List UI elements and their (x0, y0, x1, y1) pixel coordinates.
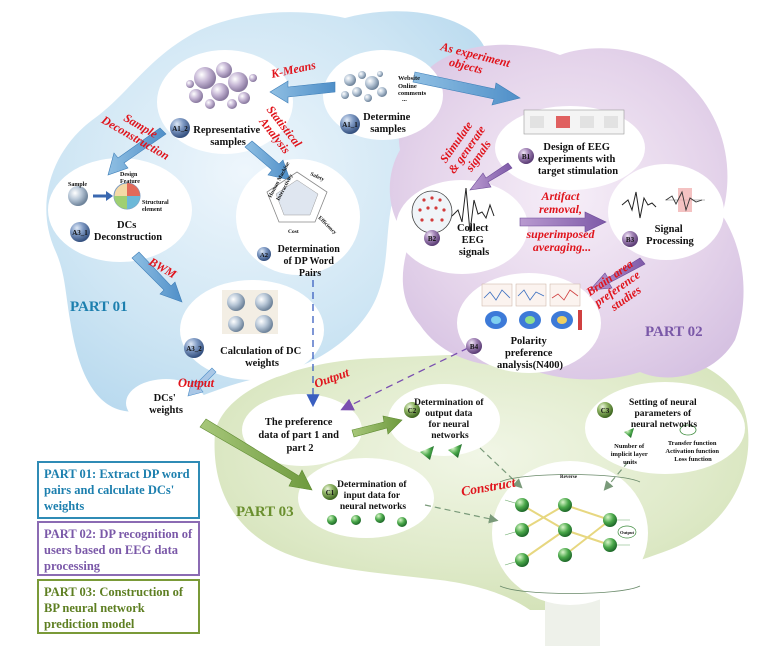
b3-image (621, 188, 705, 219)
b2-image (411, 187, 495, 234)
badge-a3-1: A3_1 (70, 222, 90, 242)
node-ellipses (48, 50, 745, 605)
svg-text:C3: C3 (601, 407, 610, 415)
arrow-kmeans (269, 80, 336, 104)
arrow-brain-area (589, 257, 646, 291)
a1-1-img-text-0: Website (398, 75, 420, 82)
badge-a3-2: A3_2 (184, 338, 204, 358)
a2-img-text-2: Safety (309, 171, 325, 183)
a3-1-img-text-1: Design (120, 172, 138, 178)
a1-1-label: Determine samples (363, 112, 413, 135)
legend-part2: PART 02: DP recognition of users based o… (37, 521, 200, 576)
part2-label: PART 02 (645, 324, 703, 340)
legend-part1: PART 01: Extract DP word pairs and calcu… (37, 461, 200, 519)
legend-part3: PART 03: Construction of BP neural netwo… (37, 579, 200, 634)
badge-c1: C1 (322, 484, 338, 500)
c2-label: Determination of output data for neural … (414, 398, 486, 441)
a1-1-img-text-1: Online (398, 83, 417, 90)
svg-text:A1_2: A1_2 (172, 125, 188, 133)
part-labels: PART 01 PART 02 PART 03 (70, 299, 703, 520)
c3-label: Setting of neural parameters of neural n… (629, 398, 699, 430)
a3-2-image (222, 290, 278, 334)
a3-1-img-text-0: Sample (68, 182, 87, 188)
a3-1-img-text-2: Feature (120, 179, 140, 185)
dcs-weights-label: DCs' weights (149, 393, 183, 416)
net-reverse-label: Reverse (560, 475, 578, 480)
a3-1-label: DCs Deconstruction (94, 220, 162, 243)
arrow-as-experiment (412, 71, 521, 106)
arrow-to-dcs-weights (187, 367, 217, 397)
arrow-bwm (131, 251, 183, 303)
a3-1-image: Sample Design Feature Structural element (68, 172, 169, 213)
c3-image (624, 424, 697, 438)
badge-c3: C3 (597, 402, 613, 418)
arrow-to-c2 (351, 415, 403, 438)
dashed-c2-to-net (479, 447, 523, 489)
dashed-c1-to-net (424, 504, 499, 524)
c3-sub-left: Number of implicit layer units (611, 443, 650, 466)
badge-b4: B4 (466, 338, 482, 354)
a1-2-label: Representative samples (193, 125, 263, 148)
arrow-stimulate (469, 162, 513, 191)
svg-text:A3_2: A3_2 (186, 345, 202, 353)
a3-1-img-text-4: element (142, 207, 162, 213)
svg-text:B1: B1 (522, 153, 531, 161)
b1-image (523, 109, 625, 135)
a2-label: Determination of DP Word Pairs (278, 244, 343, 279)
badge-c2: C2 (404, 402, 420, 418)
a1-1-img-text-2: comments (398, 90, 427, 97)
arrow-to-c1 (199, 418, 313, 491)
a3-2-label: Calculation of DC weights (220, 346, 304, 369)
badges: A1_1 A1_2 A3_1 A2 A3_2 B1 B2 B3 B4 C1 C2… (70, 114, 638, 500)
svg-text:A1_1: A1_1 (342, 121, 358, 129)
arrow-sample-decon (107, 127, 167, 176)
dashed-c3-to-net (603, 461, 629, 491)
a3-1-img-text-3: Structural (142, 200, 169, 206)
badge-b1: B1 (518, 148, 534, 164)
svg-text:B3: B3 (626, 236, 635, 244)
net-output-label: Output (620, 530, 635, 535)
b3-label: Signal Processing (646, 224, 694, 247)
b4-image (481, 283, 582, 330)
dashed-arrows (306, 280, 629, 524)
a1-1-image: Website Online comments ... (341, 71, 427, 103)
c3-sub-right: Transfer function Activation function Lo… (665, 440, 720, 463)
b2-label: Collect EEG signals (457, 223, 491, 258)
a1-2-image (186, 62, 257, 109)
dashed-b4-to-preference (340, 347, 469, 411)
a2-img-text-3: Cost (288, 229, 299, 235)
svg-text:A2: A2 (260, 252, 268, 259)
svg-text:B2: B2 (428, 235, 437, 243)
b4-label: Polarity preference analysis(N400) (497, 336, 563, 371)
solid-arrows (107, 71, 646, 491)
label-artifact: Artifact removal, superimposed averaging… (525, 189, 597, 254)
badge-a1-1: A1_1 (340, 114, 360, 134)
preference-label: The preference data of part 1 and part 2 (258, 417, 341, 454)
arrow-statistical (244, 140, 291, 181)
svg-text:B4: B4 (470, 343, 479, 351)
part1-label: PART 01 (70, 299, 128, 315)
b1-label: Design of EEG experiments with target st… (538, 142, 618, 177)
badge-b3: B3 (622, 231, 638, 247)
arrow-artifact (519, 211, 607, 233)
label-output-1: Output (178, 376, 215, 390)
svg-text:C2: C2 (408, 407, 417, 415)
c1-image (327, 513, 407, 527)
badge-a2: A2 (257, 247, 271, 261)
neural-network-image: Reverse Output (499, 474, 641, 594)
svg-text:C1: C1 (326, 489, 335, 497)
a1-1-img-text-3: ... (402, 96, 407, 103)
node-labels: Determine samples Representative samples… (94, 112, 720, 512)
c2-image (420, 444, 462, 460)
badge-a1-2: A1_2 (170, 118, 190, 138)
svg-text:A3_1: A3_1 (72, 229, 88, 237)
c1-label: Determination of input data for neural n… (337, 480, 409, 512)
part3-label: PART 03 (236, 504, 294, 520)
badge-b2: B2 (424, 230, 440, 246)
